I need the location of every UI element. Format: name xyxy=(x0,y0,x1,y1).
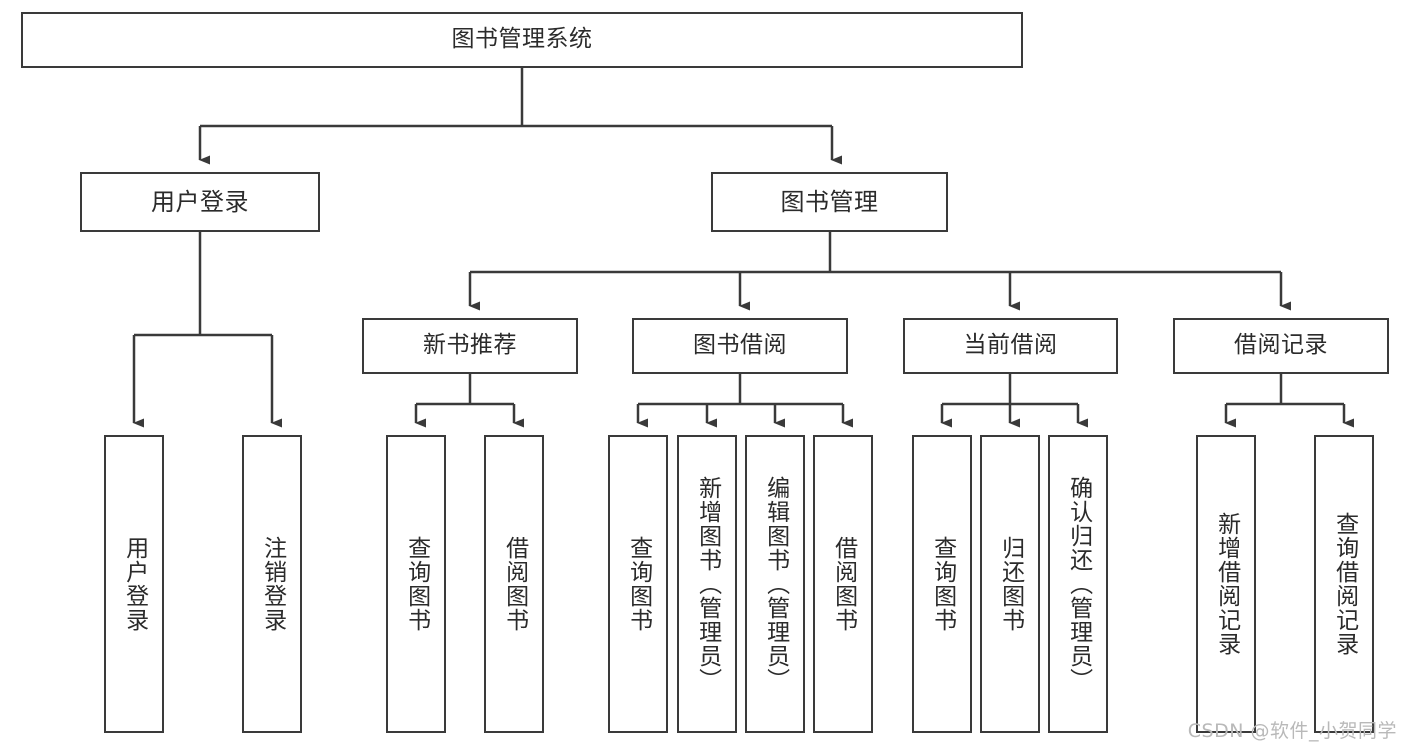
edge-group-current-borrow xyxy=(940,374,1088,428)
node-label: 查询图书 xyxy=(403,536,430,632)
node-label: 查询借阅记录 xyxy=(1331,512,1358,656)
node-label: 查询图书 xyxy=(929,536,956,632)
leaf-borrow-book-recommend[interactable]: 借阅图书 xyxy=(484,435,544,733)
node-label: 归还图书 xyxy=(997,536,1024,632)
node-label: 图书借阅 xyxy=(693,332,787,359)
leaf-return-book[interactable]: 归还图书 xyxy=(980,435,1040,733)
leaf-query-book-recommend[interactable]: 查询图书 xyxy=(386,435,446,733)
node-user-login[interactable]: 用户登录 xyxy=(80,172,320,232)
edge-group-book-borrow xyxy=(636,374,853,428)
edge-group-root xyxy=(198,68,842,165)
node-label: 新增图书（管理员） xyxy=(694,476,721,692)
node-label: 图书管理 xyxy=(780,187,879,216)
leaf-query-book-borrow[interactable]: 查询图书 xyxy=(608,435,668,733)
node-label: 图书管理系统 xyxy=(451,26,593,53)
node-label: 新增借阅记录 xyxy=(1213,512,1240,656)
node-label: 用户登录 xyxy=(121,536,148,632)
node-root-system[interactable]: 图书管理系统 xyxy=(21,12,1023,68)
node-label: 借阅图书 xyxy=(830,536,857,632)
leaf-user-login[interactable]: 用户登录 xyxy=(104,435,164,733)
edge-group-borrow-record xyxy=(1224,374,1354,428)
node-label: 新书推荐 xyxy=(423,332,517,359)
edge-group-book-management xyxy=(468,232,1291,311)
leaf-query-book-current[interactable]: 查询图书 xyxy=(912,435,972,733)
node-label: 确认归还（管理员） xyxy=(1065,476,1092,692)
node-label: 查询图书 xyxy=(625,536,652,632)
leaf-add-borrow-record[interactable]: 新增借阅记录 xyxy=(1196,435,1256,733)
node-label: 借阅记录 xyxy=(1234,332,1328,359)
node-label: 借阅图书 xyxy=(501,536,528,632)
leaf-borrow-book[interactable]: 借阅图书 xyxy=(813,435,873,733)
leaf-user-logout[interactable]: 注销登录 xyxy=(242,435,302,733)
node-label: 编辑图书（管理员） xyxy=(762,476,789,692)
edge-group-user-login xyxy=(132,232,282,428)
node-current-borrow[interactable]: 当前借阅 xyxy=(903,318,1118,374)
node-label: 注销登录 xyxy=(259,536,286,632)
node-label: 当前借阅 xyxy=(963,332,1058,359)
node-book-borrow[interactable]: 图书借阅 xyxy=(632,318,848,374)
leaf-confirm-return-admin[interactable]: 确认归还（管理员） xyxy=(1048,435,1108,733)
node-label: 用户登录 xyxy=(151,187,249,216)
leaf-edit-book-admin[interactable]: 编辑图书（管理员） xyxy=(745,435,805,733)
leaf-query-borrow-record[interactable]: 查询借阅记录 xyxy=(1314,435,1374,733)
edge-group-new-book-recommend xyxy=(414,374,524,428)
node-new-book-recommend[interactable]: 新书推荐 xyxy=(362,318,578,374)
node-book-management[interactable]: 图书管理 xyxy=(711,172,948,232)
leaf-add-book-admin[interactable]: 新增图书（管理员） xyxy=(677,435,737,733)
node-borrow-record[interactable]: 借阅记录 xyxy=(1173,318,1389,374)
